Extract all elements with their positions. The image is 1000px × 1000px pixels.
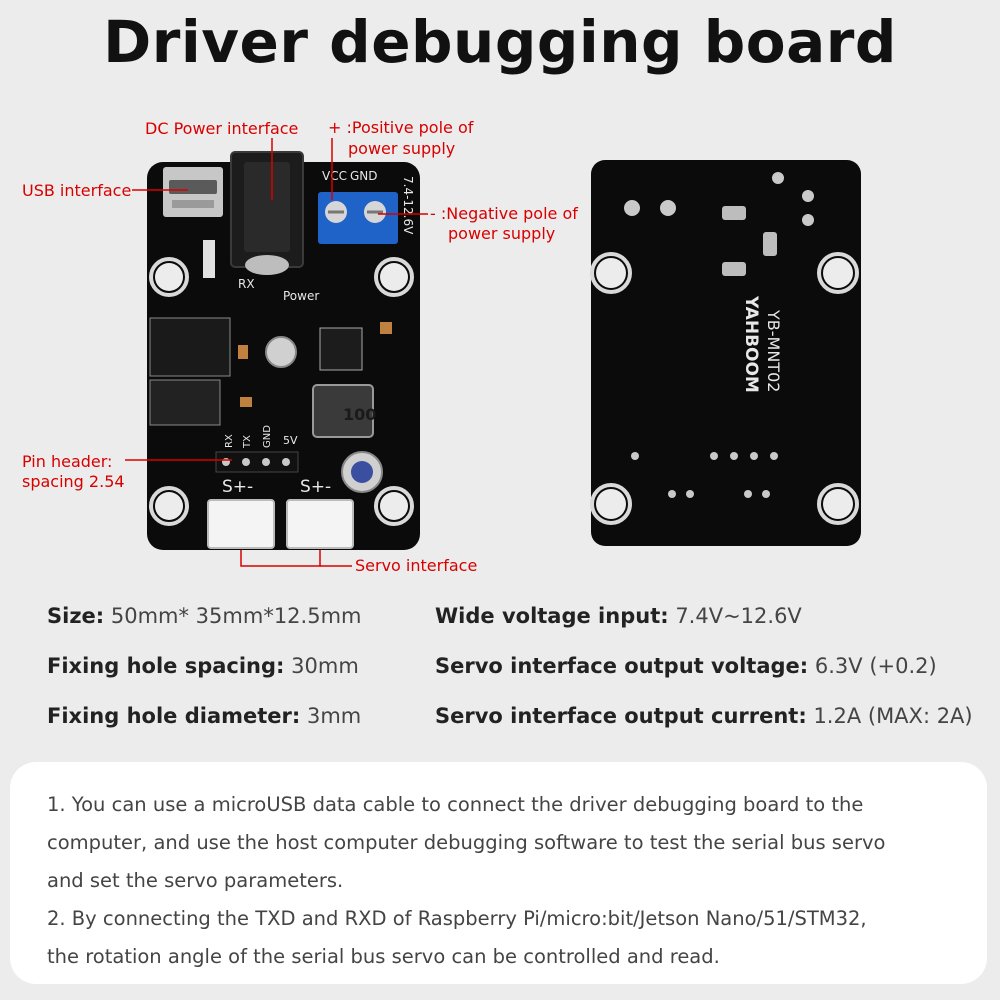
silk-5v-label: 5V (283, 434, 298, 447)
callout-servo: Servo interface (355, 556, 478, 575)
spec-label: Fixing hole diameter: (47, 704, 301, 728)
mount-hole-icon (596, 489, 626, 519)
spec-value: 50mm* 35mm*12.5mm (110, 604, 362, 628)
spec-value: 1.2A (MAX: 2A) (813, 704, 973, 728)
callout-leader-lines (125, 138, 428, 567)
mount-hole-icon (596, 258, 626, 288)
servo-connector-icon (286, 499, 354, 549)
board-figure: VCC GND 7.4-12.6V RX Power 100 5V S+- S+… (0, 100, 1000, 590)
silk-pin-rx: RX (224, 434, 235, 448)
callout-positive-line1: + :Positive pole of (328, 118, 474, 137)
mount-hole-icon (380, 492, 408, 520)
note-line: the rotation angle of the serial bus ser… (47, 945, 720, 968)
spec-label: Wide voltage input: (435, 604, 669, 628)
spec-hole-spacing: Fixing hole spacing: 30mm (47, 654, 359, 678)
mount-hole-icon (155, 492, 183, 520)
note-line: computer, and use the host computer debu… (47, 831, 886, 854)
silk-pin-tx: TX (242, 435, 253, 449)
inductor-value-label: 100 (343, 405, 376, 424)
servo-connector-icon (207, 499, 275, 549)
spec-value: 6.3V (+0.2) (814, 654, 937, 678)
note-line: 2. By connecting the TXD and RXD of Rasp… (47, 907, 867, 930)
inductor-icon (312, 384, 374, 438)
callout-dc-power: DC Power interface (145, 119, 299, 138)
callout-negative-line2: power supply (448, 224, 556, 243)
silk-power-label: Power (283, 289, 319, 303)
callout-positive-line2: power supply (348, 139, 456, 158)
spec-label: Size: (47, 604, 105, 628)
spec-voltage-input: Wide voltage input: 7.4V~12.6V (435, 604, 802, 628)
notes-panel: 1. You can use a microUSB data cable to … (10, 762, 987, 984)
back-board: YAHBOOM YB-MNT02 (590, 160, 861, 546)
spec-hole-diameter: Fixing hole diameter: 3mm (47, 704, 361, 728)
spec-output-current: Servo interface output current: 1.2A (MA… (435, 704, 973, 728)
board-illustration: VCC GND 7.4-12.6V RX Power 100 5V S+- S+… (125, 138, 861, 567)
silk-servo-label-2: S+- (300, 477, 331, 497)
mount-hole-icon (380, 263, 408, 291)
spec-value: 30mm (291, 654, 359, 678)
spec-list: Size: 50mm* 35mm*12.5mm Fixing hole spac… (0, 592, 1000, 742)
callout-pin-header-line2: spacing 2.54 (22, 472, 125, 491)
spec-value: 3mm (306, 704, 362, 728)
model-label: YB-MNT02 (764, 309, 783, 392)
note-line: 1. You can use a microUSB data cable to … (47, 793, 864, 816)
spec-label: Fixing hole spacing: (47, 654, 285, 678)
silk-servo-label-1: S+- (222, 477, 253, 497)
spec-label: Servo interface output voltage: (435, 654, 809, 678)
mount-hole-icon (823, 489, 853, 519)
silk-vcc-label: VCC (322, 169, 347, 183)
silk-rx-label: RX (238, 277, 255, 291)
silk-pin-gnd: GND (262, 425, 273, 448)
mount-hole-icon (823, 258, 853, 288)
pin-header-icon (215, 451, 299, 473)
spec-size: Size: 50mm* 35mm*12.5mm (47, 604, 362, 628)
page-title: Driver debugging board (103, 8, 897, 76)
silk-gnd-label: GND (350, 169, 378, 183)
mount-hole-icon (155, 263, 183, 291)
spec-label: Servo interface output current: (435, 704, 807, 728)
spec-output-voltage: Servo interface output voltage: 6.3V (+0… (435, 654, 937, 678)
callout-negative-line1: - :Negative pole of (430, 204, 578, 223)
callout-usb: USB interface (22, 181, 132, 200)
front-board: VCC GND 7.4-12.6V RX Power 100 5V S+- S+… (147, 151, 420, 550)
note-line: and set the servo parameters. (47, 869, 344, 892)
silk-voltage-label: 7.4-12.6V (401, 176, 415, 235)
callout-pin-header-line1: Pin header: (22, 452, 113, 471)
brand-logo: YAHBOOM (741, 295, 761, 393)
spec-value: 7.4V~12.6V (675, 604, 802, 628)
